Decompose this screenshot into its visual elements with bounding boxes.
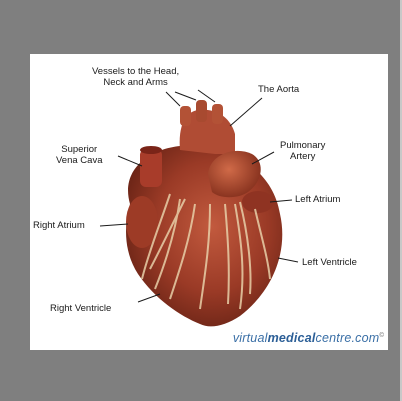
vessel-2 xyxy=(196,100,207,122)
label-vessels: Vessels to the Head, Neck and Arms xyxy=(92,66,179,88)
label-vessels-line2: Neck and Arms xyxy=(92,77,179,88)
vessel-3 xyxy=(212,104,223,124)
logo-part-centre: centre.com xyxy=(316,331,380,345)
left-atrium xyxy=(242,191,274,213)
logo-copyright-mark: © xyxy=(379,333,384,339)
label-pulmonary-line2: Artery xyxy=(280,151,325,162)
label-pulmonary-line1: Pulmonary xyxy=(280,140,325,151)
label-right-ventricle: Right Ventricle xyxy=(50,303,111,314)
label-superior-line1: Superior xyxy=(56,144,102,155)
label-superior-vena-cava: Superior Vena Cava xyxy=(56,144,102,166)
heart-diagram-panel: Vessels to the Head, Neck and Arms The A… xyxy=(30,54,388,350)
logo-part-virtual: virtual xyxy=(233,331,268,345)
label-left-ventricle: Left Ventricle xyxy=(302,257,357,268)
label-superior-line2: Vena Cava xyxy=(56,155,102,166)
watermark-logo: virtualmedicalcentre.com© xyxy=(233,331,384,345)
label-aorta: The Aorta xyxy=(258,84,299,95)
superior-vena-cava xyxy=(140,149,162,187)
label-vessels-line1: Vessels to the Head, xyxy=(92,66,179,77)
vessel-1 xyxy=(180,106,191,126)
label-left-atrium: Left Atrium xyxy=(295,194,340,205)
label-pulmonary-artery: Pulmonary Artery xyxy=(280,140,325,162)
label-right-atrium: Right Atrium xyxy=(33,220,85,231)
logo-part-medical: medical xyxy=(268,331,316,345)
